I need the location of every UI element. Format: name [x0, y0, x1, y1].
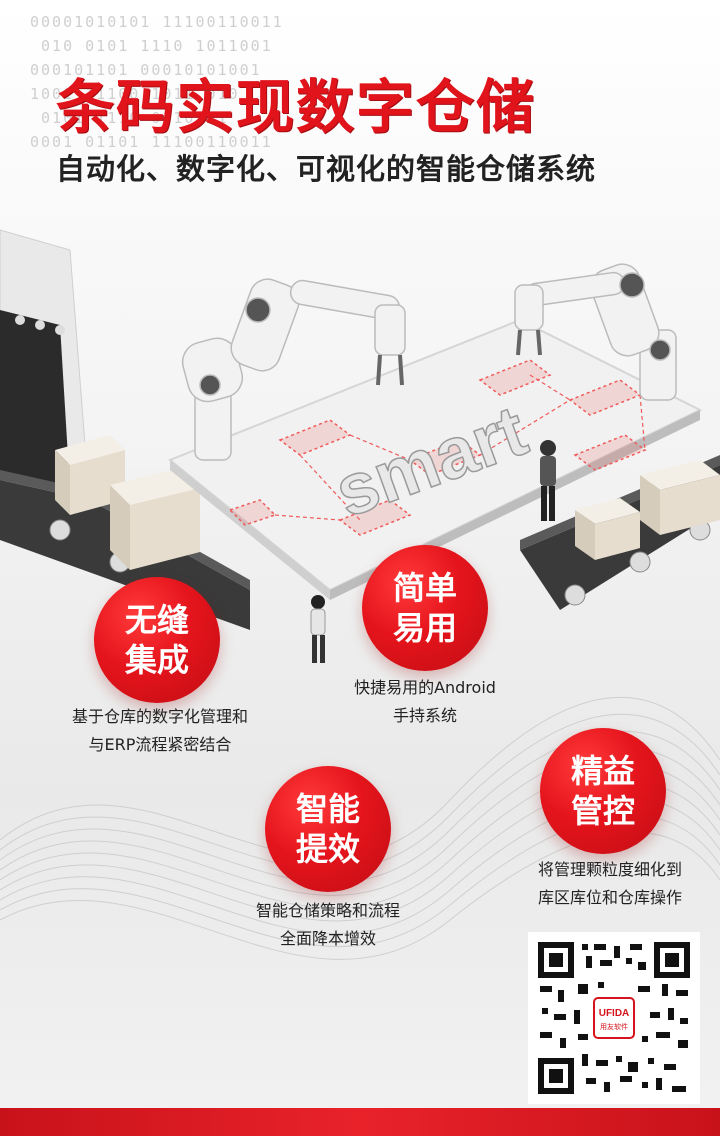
- feature-badge-easy: 简单 易用: [362, 545, 488, 671]
- right-boxes-graphic: [575, 460, 720, 560]
- bottom-accent-bar: [0, 1108, 720, 1136]
- feature-desc-lean: 将管理颗粒度细化到 库区库位和仓库操作: [537, 860, 682, 907]
- feature-badge-seamless: 无缝 集成: [94, 577, 220, 703]
- feature-desc-efficiency: 智能仓储策略和流程 全面降本增效: [255, 901, 400, 948]
- feature-badge-lean: 精益 管控: [540, 728, 666, 854]
- feature-title: 无缝 集成: [124, 601, 189, 679]
- qr-code-graphic: UFIDA 用友软件: [538, 942, 690, 1094]
- warehouse-illustration: smart: [0, 229, 720, 663]
- feature-desc-seamless: 基于仓库的数字化管理和 与ERP流程紧密结合: [71, 707, 248, 754]
- left-machine-graphic: [0, 229, 91, 511]
- page-title: 条码实现数字仓储: [56, 73, 537, 141]
- qr-code[interactable]: UFIDA 用友软件: [528, 932, 700, 1104]
- left-boxes-graphic: [55, 435, 200, 570]
- feature-title: 智能 提效: [295, 790, 360, 868]
- person-standing-graphic: [540, 440, 556, 521]
- qr-logo-subtext: 用友软件: [600, 1022, 628, 1031]
- feature-badge-efficiency: 智能 提效: [265, 766, 391, 892]
- feature-desc-easy: 快捷易用的Android 手持系统: [354, 678, 496, 725]
- robot-arm-right-graphic: [514, 263, 677, 401]
- robot-arm-left-graphic: [181, 278, 406, 461]
- page-subtitle: 自动化、数字化、可视化的智能仓储系统: [56, 152, 597, 186]
- feature-title: 简单 易用: [392, 569, 457, 647]
- person-walking-graphic: [310, 595, 326, 663]
- binary-background-text: 00001010101 11100110011 010 0101 1110 10…: [30, 13, 284, 151]
- feature-title: 精益 管控: [570, 752, 635, 830]
- qr-logo-text: UFIDA: [599, 1008, 630, 1019]
